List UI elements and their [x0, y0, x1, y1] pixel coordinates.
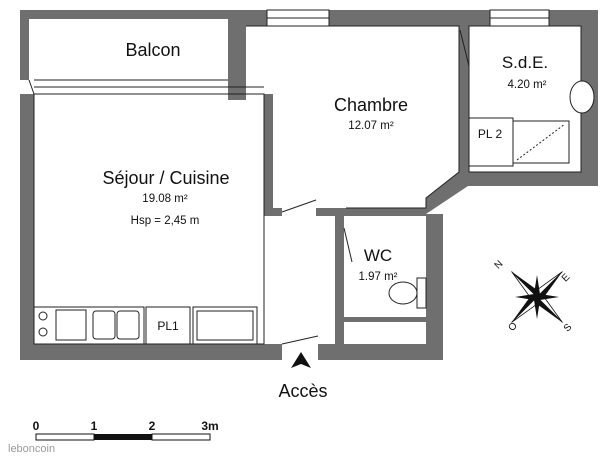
closet-pl2 [468, 117, 514, 167]
door-living-chambre[interactable] [281, 199, 317, 213]
sink-basin-1 [92, 310, 116, 340]
entrance-arrow-icon [291, 352, 311, 368]
wall-top-balcony [20, 10, 267, 19]
burner-1 [38, 311, 48, 321]
room-label-chambre: Chambre [334, 95, 408, 115]
washbasin [569, 80, 595, 114]
compass-rose-icon [511, 271, 563, 323]
wall-wc-right [426, 214, 443, 360]
door-entrance[interactable] [281, 335, 319, 345]
wall-wc-top [344, 208, 426, 216]
closet-label-pl1: PL1 [157, 319, 179, 333]
wall-living-bottom-left [20, 344, 282, 360]
bathroom-fixtures [512, 80, 595, 164]
scale-tick-0: 0 [33, 419, 40, 433]
room-label-wc: WC [364, 246, 392, 265]
compass-north: N [493, 259, 506, 272]
compass-south: S [562, 322, 575, 335]
door-sde[interactable] [459, 29, 470, 67]
doors [281, 29, 470, 345]
compass-west: O [506, 320, 519, 333]
walls [20, 10, 598, 360]
room-area-wc: 1.97 m² [359, 271, 398, 283]
room-area-chambre: 12.07 m² [348, 120, 394, 132]
wall-living-chambre-stub [264, 208, 282, 216]
scale-tick-3: 3m [201, 419, 218, 433]
wall-wc-bottom [344, 317, 426, 322]
entrance-label: Accès [278, 381, 327, 401]
room-label-balcon: Balcon [125, 40, 180, 60]
room-label-sejour: Séjour / Cuisine [102, 168, 229, 188]
closet-label-pl2: PL 2 [478, 127, 503, 141]
wall-diagonal-lower [426, 172, 468, 214]
wall-living-left [20, 94, 34, 360]
toilet [388, 277, 427, 309]
closet-pl1 [145, 306, 191, 345]
scale-tick-2: 2 [149, 419, 156, 433]
burner-2 [38, 327, 48, 337]
sink-basin-2 [116, 310, 140, 340]
chambre-outline [246, 25, 460, 209]
wall-balcony-right [228, 10, 246, 100]
wall-wc-left [335, 208, 344, 344]
wall-living-chambre [264, 94, 273, 214]
wall-sde-bottom [468, 172, 598, 186]
wall-chambre-wc-top [316, 208, 346, 216]
wall-chambre-sde [459, 26, 469, 172]
wall-balcony-left [20, 10, 29, 80]
windows [266, 9, 550, 27]
scale-tick-1: 1 [91, 419, 98, 433]
wall-living-bottom-right [318, 344, 443, 360]
wall-top-right [549, 10, 581, 26]
room-label-sde: S.d.E. [502, 53, 548, 72]
closets [145, 117, 514, 345]
door-wc[interactable] [343, 227, 353, 263]
scale-bar: 0 1 2 3m [33, 419, 219, 441]
room-area-sejour: 19.08 m² [142, 193, 188, 205]
watermark-logo: leboncoin [8, 443, 55, 455]
room-area-sde: 4.20 m² [508, 79, 547, 91]
ceiling-height-label: Hsp = 2,45 m [131, 215, 200, 227]
cooktop [55, 309, 87, 341]
kitchen-counter [33, 306, 145, 345]
toilet-bowl [388, 281, 418, 305]
wall-top-mid [329, 10, 490, 26]
compass-east: E [560, 272, 573, 285]
